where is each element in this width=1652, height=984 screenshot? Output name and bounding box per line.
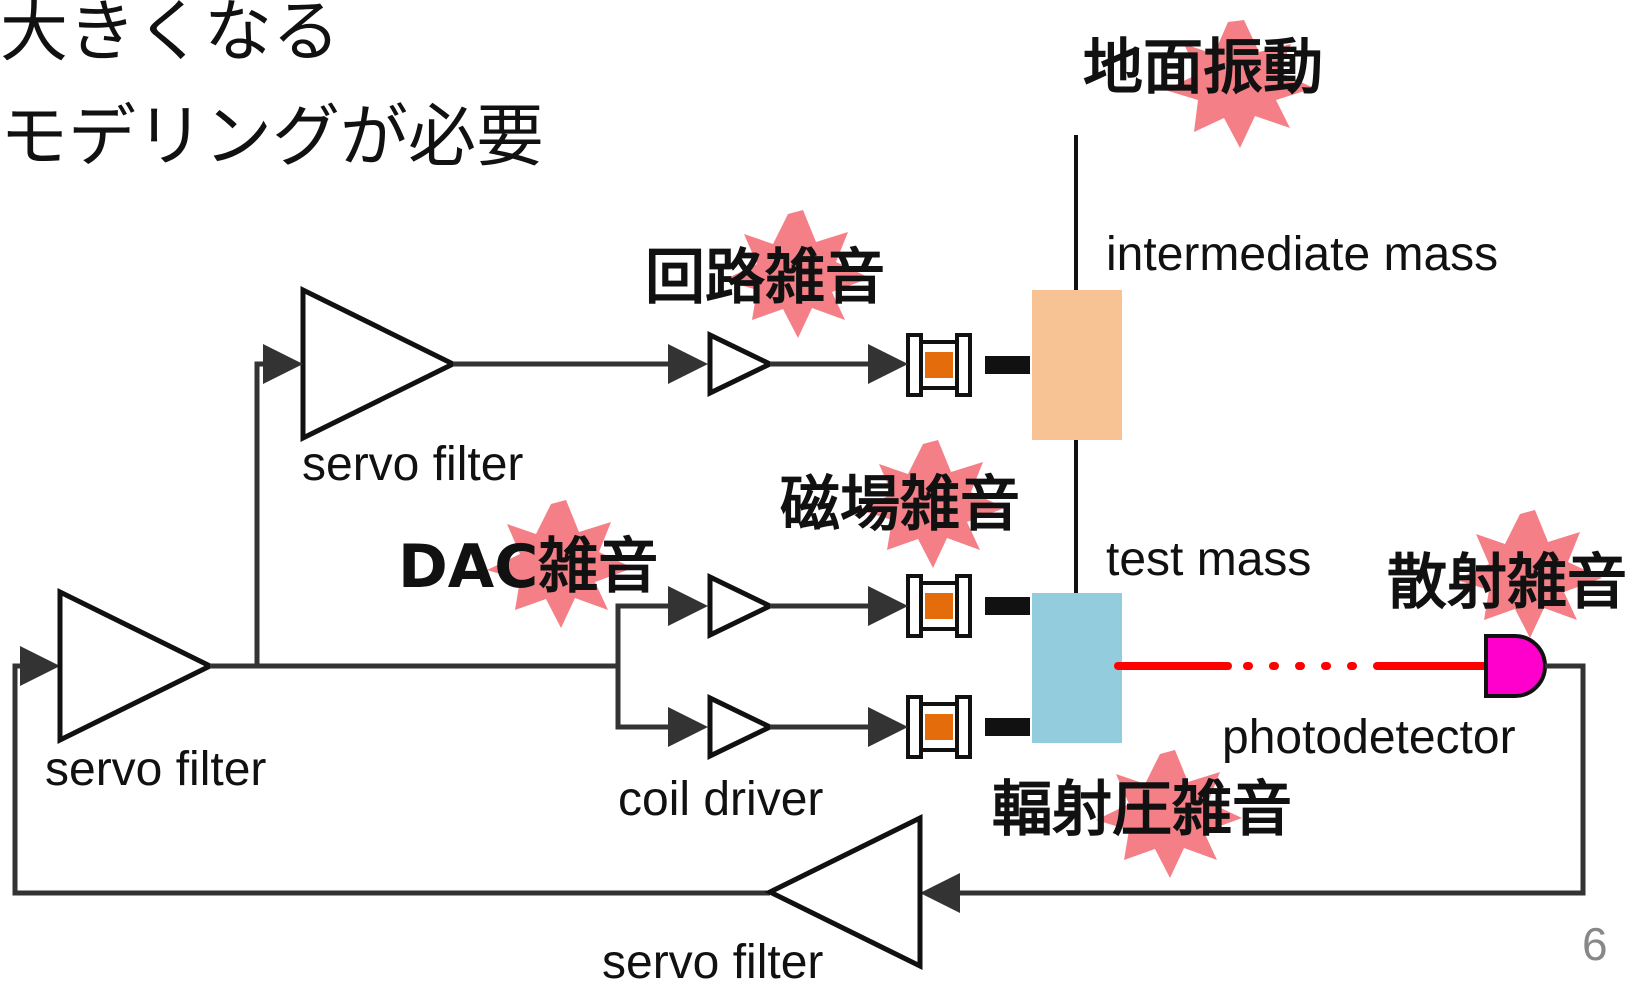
header-line-2: モデリングが必要 <box>0 98 544 177</box>
actuator-bottom <box>906 695 1030 759</box>
wire-to-driver-bottom <box>615 666 708 747</box>
burst-star-dac <box>487 500 633 628</box>
coil-driver-bottom <box>707 694 776 760</box>
servo-filter-top-label: servo filter <box>302 438 523 491</box>
noise-burst-magnetic <box>859 440 1005 568</box>
servo-filter-top <box>300 285 459 443</box>
servo-filter-left-label: servo filter <box>45 743 266 796</box>
intermediate-mass <box>1032 290 1122 440</box>
coil-driver-middle <box>707 573 776 639</box>
noise-label-dac: DAC雑音 <box>398 532 658 602</box>
photodetector-label: photodetector <box>1222 711 1516 764</box>
wire-to-servo-top <box>254 344 303 666</box>
coil-driver-top <box>707 331 776 397</box>
magnet-middle <box>925 593 953 619</box>
page-number: 6 <box>1582 918 1608 970</box>
wire-pd-to-servo-bottom <box>920 663 1586 913</box>
servo-filter-bottom <box>764 813 923 971</box>
noise-burst-scattering <box>1456 510 1602 638</box>
noise-burst-radiation-pressure <box>1096 750 1242 878</box>
burst-star-ground <box>1165 20 1314 148</box>
actuator-middle <box>906 574 1030 638</box>
servo-filter-bottom-label: servo filter <box>602 936 823 984</box>
burst-star-circuit <box>724 210 870 338</box>
noise-label-ground-vibration: 地面振動 <box>1083 33 1323 103</box>
noise-label-radiation-pressure: 輻射圧雑音 <box>992 775 1292 845</box>
burst-star-magnetic <box>859 440 1005 568</box>
intermediate-mass-label: intermediate mass <box>1106 228 1498 281</box>
wire-servo-bottom-to-servo-left <box>12 646 770 896</box>
noise-burst-dac <box>487 500 633 628</box>
servo-filter-left <box>57 587 216 745</box>
burst-star-scattering <box>1456 510 1602 638</box>
burst-star-radiation <box>1096 750 1242 878</box>
noise-burst-circuit <box>724 210 870 338</box>
noise-label-circuit: 回路雑音 <box>645 243 885 313</box>
test-mass <box>1032 593 1122 743</box>
test-mass-label: test mass <box>1106 533 1311 586</box>
coil-driver-label: coil driver <box>618 773 823 826</box>
magnet-bottom <box>925 714 953 740</box>
magnet-top <box>925 352 953 378</box>
noise-burst-ground-vibration <box>1165 20 1314 148</box>
noise-label-scattering: 散射雑音 <box>1387 548 1627 618</box>
noise-label-magnetic: 磁場雑音 <box>780 470 1020 540</box>
wire-to-driver-middle <box>615 586 708 666</box>
header-line-1: 大きくなる <box>0 0 340 72</box>
photodetector <box>1484 634 1547 698</box>
actuator-top <box>906 333 1030 397</box>
